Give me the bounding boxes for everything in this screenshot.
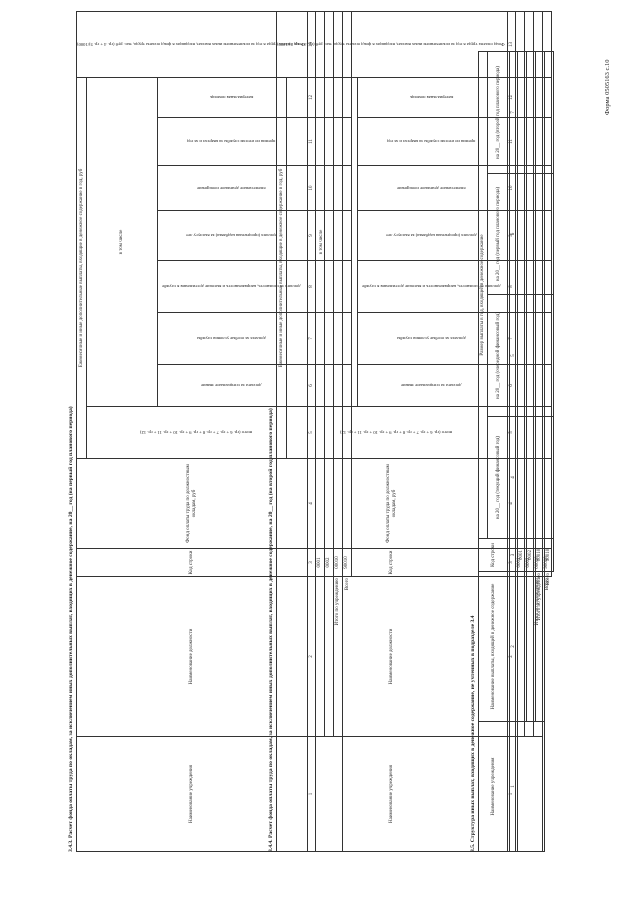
value-cell[interactable] [535, 51, 545, 174]
hdr-next-year: на 20__ год (очередной финансовый год) [487, 294, 510, 417]
value-cell[interactable] [544, 416, 554, 539]
grand-total-label: Всего [544, 571, 554, 722]
section-344-title: 3.4.4. Расчет фонда оплаты труда по окла… [268, 408, 274, 852]
hdr-fund-salaries: Фонд оплаты труда по должностным окладам… [276, 458, 508, 549]
col-num: 1 [509, 721, 518, 852]
value-cell[interactable] [544, 294, 554, 417]
hdr-additional-payments: Ежемесячные и иные дополнительные выплат… [76, 77, 87, 459]
col-num: 4 [509, 416, 518, 539]
row-code: 0002 [526, 538, 536, 572]
hdr-including: в том числе [286, 77, 358, 407]
hdr-second-plan-year: на 20__ год (второй год планового период… [487, 51, 510, 174]
form-number: Форма 0505163 с.10 [604, 59, 611, 115]
hdr-current-year: на 20__ год (текущий финансовый год) [487, 416, 510, 539]
value-cell[interactable] [517, 416, 527, 539]
row-code: 0001 [517, 538, 527, 572]
table-35: Наименование учреждения Наименование вып… [478, 51, 554, 852]
hdr-code: Код строки [478, 538, 510, 572]
hdr-payment-name: Наименование выплаты, входящей в денежно… [478, 571, 510, 722]
hdr-institution: Наименование учреждения [478, 721, 510, 852]
hdr-total: всего (гр. 6 + гр. 7 + гр. 8 + гр. 9 + г… [86, 406, 308, 459]
value-cell[interactable] [517, 294, 527, 417]
value-cell[interactable] [526, 294, 536, 417]
section-35-title: 3.5. Структура иных выплат, входящих в д… [470, 615, 476, 852]
value-cell[interactable] [535, 294, 545, 417]
institution-cell[interactable] [517, 721, 545, 852]
value-cell[interactable] [517, 173, 527, 295]
row-code: 00010 [535, 538, 545, 572]
value-cell[interactable] [526, 173, 536, 295]
table-row: 0001 [517, 51, 545, 852]
col-num: 7 [509, 51, 518, 174]
payment-cell[interactable] [517, 571, 527, 722]
grand-total-row: Всего 90010 [544, 51, 554, 851]
col-num: 3 [509, 538, 518, 572]
value-cell[interactable] [526, 416, 536, 539]
hdr-total: всего (гр. 6 + гр. 7 + гр. 8 + гр. 9 + г… [286, 406, 508, 459]
value-cell[interactable] [526, 51, 536, 174]
value-cell[interactable] [535, 416, 545, 539]
hdr-first-plan-year: на 20__ год (первый год планового период… [487, 173, 510, 295]
col-number-row: 1 2 3 4 5 6 7 [509, 51, 518, 852]
hdr-payment-size: Размер выплаты в год, входящей в денежно… [478, 51, 488, 539]
hdr-additional-payments: Ежемесячные и иные дополнительные выплат… [276, 77, 287, 459]
section-343-title: 3.4.3. Расчет фонда оплаты труда по окла… [68, 406, 74, 852]
hdr-including: в том числе [86, 77, 158, 407]
hdr-annual-fund: Фонд оплаты труда в год за исключением и… [276, 11, 508, 78]
hdr-code: Код строки [276, 548, 508, 577]
value-cell[interactable] [544, 173, 554, 295]
col-num: 6 [509, 173, 518, 295]
value-cell[interactable] [544, 51, 554, 174]
hdr-annual-fund: Фонд оплаты труда в год за исключением и… [76, 11, 308, 78]
value-cell[interactable] [517, 51, 527, 174]
total-institution-label: Итого по учреждению [535, 571, 545, 722]
row-code: 90010 [544, 538, 554, 572]
col-num: 5 [509, 294, 518, 417]
payment-cell[interactable] [526, 571, 536, 722]
value-cell[interactable] [535, 173, 545, 295]
col-num: 2 [509, 571, 518, 722]
